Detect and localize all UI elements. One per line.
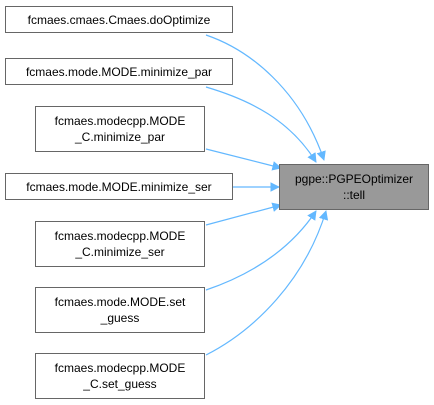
node-label-line2: _guess	[100, 311, 140, 325]
node-cmaes-doOptimize[interactable]: fcmaes.cmaes.Cmaes.doOptimize	[5, 6, 233, 33]
node-label-line1: fcmaes.modecpp.MODE	[54, 229, 186, 243]
node-modecpp-minimize-par[interactable]: fcmaes.modecpp.MODE _C.minimize_par	[35, 106, 205, 152]
node-label-line1: fcmaes.modecpp.MODE	[54, 361, 186, 375]
node-label-line2: _C.minimize_par	[74, 130, 166, 144]
node-label-line1: fcmaes.mode.MODE.set	[54, 295, 186, 309]
node-label-line1: fcmaes.mode.MODE.minimize_ser	[26, 179, 212, 194]
edge-modecpp-set-guess	[205, 210, 329, 356]
node-mode-set-guess[interactable]: fcmaes.mode.MODE.set _guess	[35, 287, 205, 333]
node-label-line1: fcmaes.cmaes.Cmaes.doOptimize	[27, 12, 211, 27]
node-modecpp-set-guess[interactable]: fcmaes.modecpp.MODE _C.set_guess	[35, 353, 205, 399]
node-label-line2: ::tell	[342, 188, 365, 202]
node-label-line2: _C.minimize_ser	[75, 245, 165, 259]
node-label-line1: pgpe::PGPEOptimizer	[294, 172, 414, 186]
node-label-line1: fcmaes.mode.MODE.minimize_par	[25, 64, 213, 79]
node-label-line2: _C.set_guess	[83, 377, 157, 391]
edge-mode-set-guess	[205, 210, 317, 291]
node-mode-minimize-par[interactable]: fcmaes.mode.MODE.minimize_par	[5, 58, 233, 85]
edge-modecpp-minimize-ser	[205, 202, 282, 226]
node-modecpp-minimize-ser[interactable]: fcmaes.modecpp.MODE _C.minimize_ser	[35, 221, 205, 267]
node-label-line1: fcmaes.modecpp.MODE	[54, 114, 186, 128]
edge-modecpp-minimize-par	[205, 148, 282, 171]
node-pgpe-tell[interactable]: pgpe::PGPEOptimizer ::tell	[279, 164, 429, 210]
node-mode-minimize-ser[interactable]: fcmaes.mode.MODE.minimize_ser	[5, 173, 233, 200]
edge-doOptimize	[205, 34, 326, 161]
edge-mode-minimize-par	[205, 86, 317, 163]
